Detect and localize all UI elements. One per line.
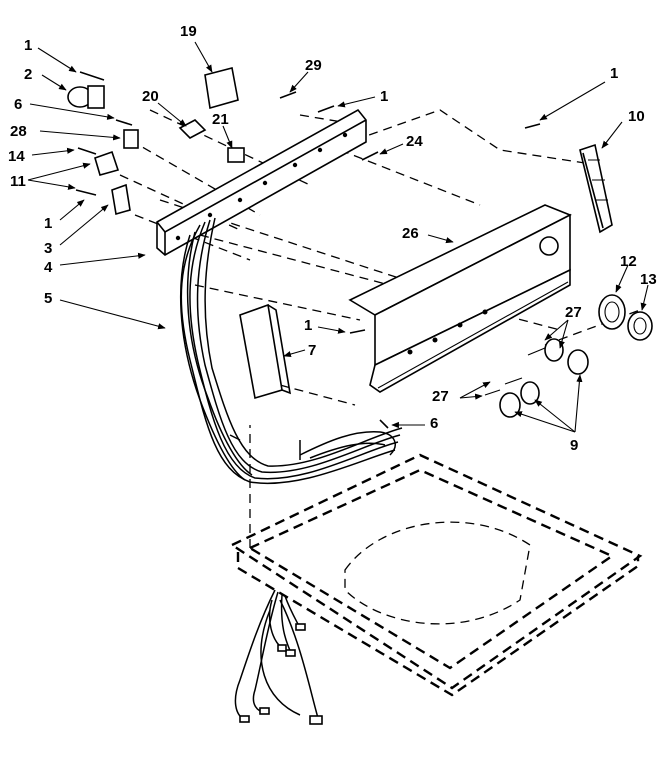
label-part-1: 1 (44, 215, 52, 232)
label-part-4: 4 (44, 259, 53, 276)
label-part-2: 2 (24, 66, 32, 83)
label-part-5: 5 (44, 290, 52, 307)
label-part-6: 6 (430, 415, 438, 432)
lower-wire-leads (234, 589, 323, 725)
label-part-12: 12 (620, 253, 637, 270)
console-panel (348, 204, 572, 393)
label-part-9: 9 (570, 437, 578, 454)
panel-insert (239, 303, 292, 400)
end-cap (579, 143, 613, 234)
left-components (67, 67, 541, 429)
label-part-10: 10 (628, 108, 645, 125)
leader-arrows (27, 41, 649, 433)
label-part-1: 1 (380, 88, 388, 105)
label-part-24: 24 (406, 133, 423, 150)
label-part-28: 28 (10, 123, 27, 140)
part-number-labels: 1 2 6 28 14 11 1 3 4 5 19 29 20 21 1 24 … (8, 23, 657, 454)
label-part-1: 1 (610, 65, 618, 82)
label-part-3: 3 (44, 240, 52, 257)
label-part-29: 29 (305, 57, 322, 74)
label-part-13: 13 (640, 271, 657, 288)
control-knobs (484, 338, 589, 418)
label-part-27: 27 (432, 388, 449, 405)
label-part-6: 6 (14, 96, 22, 113)
label-part-26: 26 (402, 225, 419, 242)
label-part-1: 1 (304, 317, 312, 334)
wire-harness (179, 217, 403, 484)
label-part-14: 14 (8, 148, 25, 165)
timer-knob-assembly (598, 294, 653, 341)
washer-top-outline (229, 425, 643, 697)
label-part-19: 19 (180, 23, 197, 40)
label-part-11: 11 (10, 173, 26, 190)
label-part-20: 20 (142, 88, 159, 105)
label-part-21: 21 (212, 111, 229, 128)
label-part-27: 27 (565, 304, 582, 321)
label-part-1: 1 (24, 37, 32, 54)
console-bracket (156, 108, 367, 256)
label-part-7: 7 (308, 342, 316, 359)
